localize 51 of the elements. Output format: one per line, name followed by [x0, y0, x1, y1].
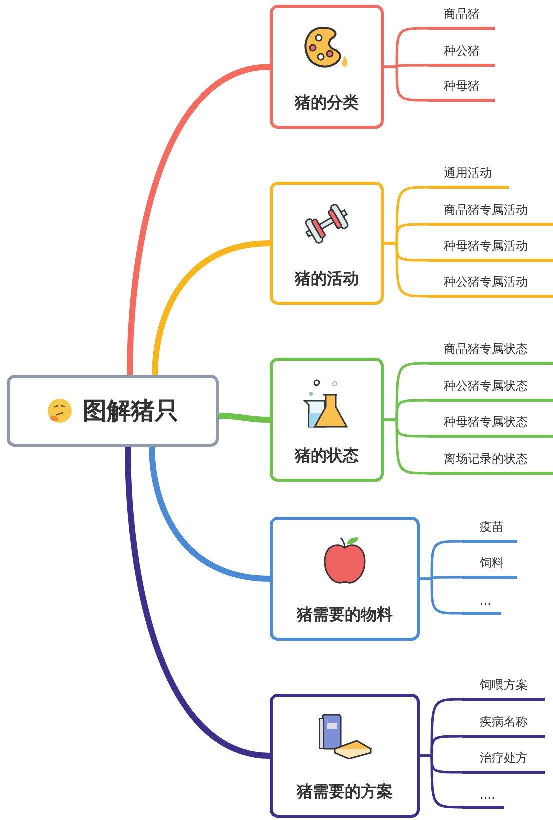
subtopic-label: 种公猪专属活动	[444, 274, 528, 291]
subtopic-label: 商品猪	[444, 6, 480, 23]
topic-box	[270, 358, 384, 482]
branch-connector	[382, 418, 430, 475]
topic-box	[270, 182, 384, 305]
branch-connector	[382, 66, 430, 102]
subtopic-line	[428, 240, 553, 262]
branch-connector	[382, 242, 430, 298]
subtopic-label: 离场记录的状态	[444, 451, 528, 468]
subtopic-line	[428, 204, 553, 226]
branch-connector	[418, 578, 464, 615]
subtopic-label: 种公猪专属状态	[444, 378, 528, 395]
topic-label: 猪的分类	[294, 93, 360, 114]
subtopic-label: 疫苗	[480, 519, 504, 536]
subtopic-line	[428, 276, 553, 298]
subtopic-label: 治疗处方	[480, 750, 528, 767]
subtopic-label: 种母猪专属状态	[444, 414, 528, 431]
subtopic-label: 饲料	[480, 555, 504, 572]
subtopic-line	[428, 167, 509, 189]
topic-label: 猪的活动	[294, 269, 360, 290]
subtopic-line	[462, 557, 517, 579]
subtopic-label: 种公猪	[444, 43, 480, 60]
topic-label: 猪需要的方案	[296, 782, 394, 803]
subtopic-label: 通用活动	[444, 165, 492, 182]
subtopic-line	[428, 8, 495, 30]
subtopic-line	[428, 343, 553, 365]
subtopic-label: 种母猪	[444, 78, 480, 95]
subtopic-label: ...	[480, 594, 492, 608]
central-topic-box	[7, 375, 219, 447]
subtopic-label: 商品猪专属状态	[444, 341, 528, 358]
subtopic-label: 疾病名称	[480, 714, 528, 731]
subtopic-line	[462, 716, 545, 738]
topic-box	[270, 5, 384, 129]
subtopic-line	[462, 679, 545, 701]
subtopic-line	[428, 380, 553, 402]
subtopic-line	[428, 45, 495, 67]
subtopic-line	[428, 80, 495, 102]
branch-connector	[418, 754, 464, 809]
topic-label: 猪需要的物料	[296, 605, 394, 626]
topic-box	[270, 694, 420, 818]
subtopic-line	[462, 521, 517, 543]
subtopic-label: 商品猪专属活动	[444, 202, 528, 219]
topic-label: 图解猪只	[83, 396, 179, 427]
subtopic-label: 饲喂方案	[480, 677, 528, 694]
subtopic-line	[428, 416, 553, 438]
subtopic-line	[428, 453, 553, 475]
topic-label: 猪的状态	[294, 446, 360, 467]
topic-box	[270, 517, 420, 641]
subtopic-label: 种母猪专属活动	[444, 238, 528, 255]
subtopic-line	[462, 752, 545, 774]
subtopic-label: ....	[480, 788, 496, 802]
